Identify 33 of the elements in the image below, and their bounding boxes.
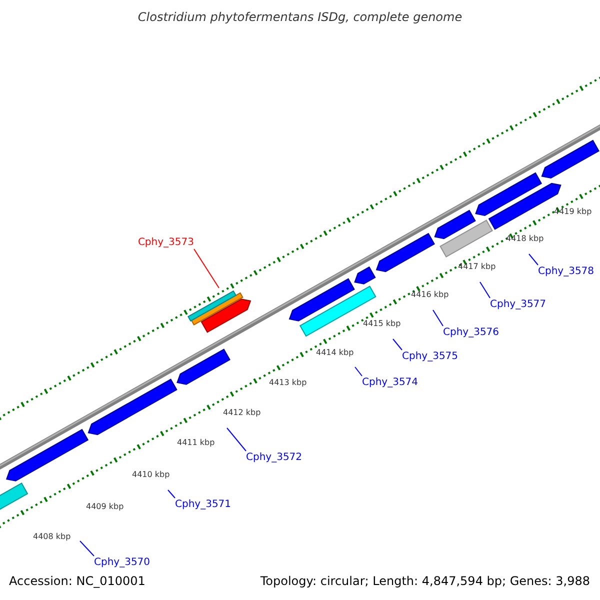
tick-label: 4408 kbp xyxy=(33,532,71,542)
accession-text: Accession: NC_010001 xyxy=(9,574,146,589)
tick-label: 4409 kbp xyxy=(86,502,124,512)
leader-line xyxy=(528,254,538,266)
leader-line xyxy=(226,428,246,452)
tick-label: 4418 kbp xyxy=(506,234,544,244)
leader-line xyxy=(168,490,176,498)
tick-label: 4411 kbp xyxy=(177,438,215,448)
leader-line xyxy=(480,282,490,298)
tick-label: 4419 kbp xyxy=(554,207,592,217)
gene-label: Cphy_3578 xyxy=(538,265,594,278)
gene-label: Cphy_3573 xyxy=(138,236,194,249)
genome-stats-text: Topology: circular; Length: 4,847,594 bp; Genes: 3,988 xyxy=(260,574,590,589)
gene-label: Cphy_3575 xyxy=(402,350,458,363)
leader-line xyxy=(392,338,402,350)
tick-label: 4410 kbp xyxy=(132,470,170,480)
gene-label: Cphy_3571 xyxy=(175,498,232,511)
tick-label: 4417 kbp xyxy=(458,262,496,272)
gene-label: Cphy_3576 xyxy=(443,326,500,339)
leader-line xyxy=(80,540,94,556)
tick-label: 4412 kbp xyxy=(223,408,261,418)
leader-line xyxy=(432,310,444,326)
gene-label: Cphy_3572 xyxy=(246,451,302,464)
tick-label: 4414 kbp xyxy=(316,348,354,358)
gene-label: Cphy_3577 xyxy=(490,298,546,311)
tick-label: 4416 kbp xyxy=(411,290,449,300)
gene-label: Cphy_3570 xyxy=(94,556,150,569)
leader-line xyxy=(354,366,362,376)
tick-label: 4415 kbp xyxy=(363,319,401,329)
tick-label: 4413 kbp xyxy=(269,378,307,388)
gene-label: Cphy_3574 xyxy=(362,376,418,389)
leader-line xyxy=(194,248,220,288)
map-title: Clostridium phytofermentans ISDg, complete genome xyxy=(138,9,462,25)
